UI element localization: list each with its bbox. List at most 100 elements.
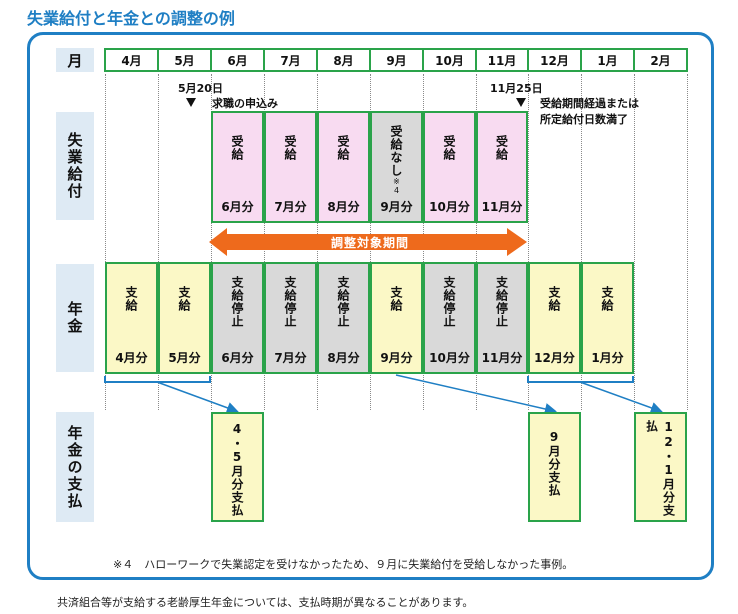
pension-cell-status: 支給 — [124, 286, 138, 312]
unemployment-cell-note: ※4 — [392, 177, 401, 195]
month-header-cell: 4月 — [121, 53, 142, 68]
pension-cell: 支給 4月分 — [105, 262, 158, 374]
diagram-frame — [27, 32, 714, 580]
column-guide-11 — [687, 74, 688, 410]
unemployment-cell-period: 8月分 — [327, 200, 360, 214]
month-header-cell: 8月 — [333, 53, 354, 68]
adjustment-arrow-shape — [209, 228, 527, 256]
row-label-unemployment: 失業給付 — [56, 112, 94, 220]
month-header-cell: 2月 — [650, 53, 671, 68]
pension-cell-period: 6月分 — [221, 351, 254, 365]
adjustment-period-arrow — [209, 228, 527, 256]
adjustment-period-label: 調整対象期間 — [330, 235, 409, 250]
pension-cell-period: 9月分 — [380, 351, 413, 365]
column-guide-1 — [158, 74, 159, 410]
unemployment-cell-period: 10月分 — [429, 200, 470, 214]
event-desc-end-line2: 所定給付日数満了 — [540, 113, 628, 126]
payment-box-apr-may: 4・5月分支払 — [211, 412, 264, 522]
unemployment-cell-period: 7月分 — [274, 200, 307, 214]
month-header-cell: 12月 — [540, 53, 569, 68]
pension-cell-status: 支給停止 — [336, 276, 350, 328]
month-divider — [580, 50, 582, 70]
note-4: ※４ ハローワークで失業認定を受けなかったため、９月に失業給付を受給しなかった事… — [113, 558, 574, 571]
unemployment-cell-period: 6月分 — [221, 200, 254, 214]
month-divider — [316, 50, 318, 70]
row-label-month: 月 — [56, 48, 94, 72]
event-desc-end-1: 受給期間経過または — [540, 95, 639, 111]
row-label-pension: 年金 — [56, 264, 94, 372]
month-divider — [210, 50, 212, 70]
row-label-pension-text: 年金 — [65, 301, 84, 335]
bracket-dec-jan — [527, 376, 634, 383]
month-divider — [369, 50, 371, 70]
row-label-payment-text: 年金の支払 — [65, 424, 84, 510]
pension-cell: 支給停止 7月分 — [264, 262, 317, 374]
column-guide-8 — [528, 74, 529, 410]
pension-cell-period: 8月分 — [327, 351, 360, 365]
pension-cell: 支給 1月分 — [581, 262, 634, 374]
unemployment-cell-status: 受給なし — [389, 125, 403, 177]
unemployment-cell-period: 11月分 — [481, 200, 523, 214]
pension-cell: 支給 9月分 — [370, 262, 423, 374]
unemployment-cell-status: 受給 — [494, 135, 509, 161]
month-divider — [475, 50, 477, 70]
pension-cell-status: 支給停止 — [283, 276, 297, 328]
row-label-payment: 年金の支払 — [56, 412, 94, 522]
pension-cell-period: 1月分 — [591, 351, 624, 365]
pension-cell-status: 支給停止 — [442, 276, 456, 328]
event-marker-application — [186, 98, 196, 107]
pension-cell-period: 12月分 — [534, 351, 575, 365]
event-desc-end-line1: 受給期間経過または — [540, 97, 639, 110]
unemployment-cell-status: 受給 — [442, 135, 456, 161]
arrow-dec-jan-payment — [579, 381, 663, 414]
row-label-unemployment-text: 失業給付 — [65, 132, 84, 200]
pension-cell: 支給停止 8月分 — [317, 262, 370, 374]
month-header-cell: 7月 — [280, 53, 301, 68]
arrow-apr-may-payment — [156, 381, 239, 414]
pension-cell: 支給停止 11月分 — [476, 262, 528, 374]
month-divider — [527, 50, 529, 70]
unemployment-cell: 受給 8月分 — [317, 111, 370, 223]
diagram-title: 失業給付と年金との調整の例 — [27, 9, 235, 28]
pension-cell: 支給停止 6月分 — [211, 262, 264, 374]
column-guide-10 — [634, 74, 635, 410]
column-guide-0 — [105, 74, 106, 410]
month-divider — [633, 50, 635, 70]
column-guide-9 — [581, 74, 582, 410]
month-header-cell: 5月 — [174, 53, 195, 68]
unemployment-cell: 受給 11月分 — [476, 111, 528, 223]
unemployment-cell-status: 受給 — [336, 135, 350, 161]
unemployment-cell-status: 受給 — [283, 135, 297, 161]
pension-cell-status: 支給 — [600, 286, 614, 312]
event-marker-end — [516, 98, 526, 107]
pension-cell-status: 支給停止 — [494, 276, 509, 328]
arrow-sep-payment — [395, 374, 557, 415]
pension-cell-status: 支給停止 — [230, 276, 244, 328]
payment-text-dec-jan: 12・1月分支払 — [644, 420, 676, 517]
pension-cell-status: 支給 — [389, 286, 403, 312]
month-divider — [263, 50, 265, 70]
month-divider — [422, 50, 424, 70]
month-divider — [157, 50, 159, 70]
unemployment-cell: 受給 6月分 — [211, 111, 264, 223]
pension-cell-period: 7月分 — [274, 351, 307, 365]
unemployment-cell-status: 受給 — [230, 135, 244, 161]
unemployment-cell: 受給 7月分 — [264, 111, 317, 223]
pension-cell-period: 5月分 — [168, 351, 201, 365]
pension-cell-period: 4月分 — [115, 351, 148, 365]
month-header-cell: 9月 — [386, 53, 407, 68]
pension-cell: 支給 5月分 — [158, 262, 211, 374]
payment-box-sep: 9月分支払 — [528, 412, 581, 522]
row-label-month-text: 月 — [67, 51, 83, 70]
pension-cell-status: 支給 — [177, 286, 191, 312]
month-header-cell: 10月 — [435, 53, 464, 68]
month-header-cell: 6月 — [227, 53, 248, 68]
month-header-cell: 1月 — [597, 53, 618, 68]
pension-cell-period: 11月分 — [481, 351, 523, 365]
event-date-application: 5月20日 — [178, 82, 223, 95]
